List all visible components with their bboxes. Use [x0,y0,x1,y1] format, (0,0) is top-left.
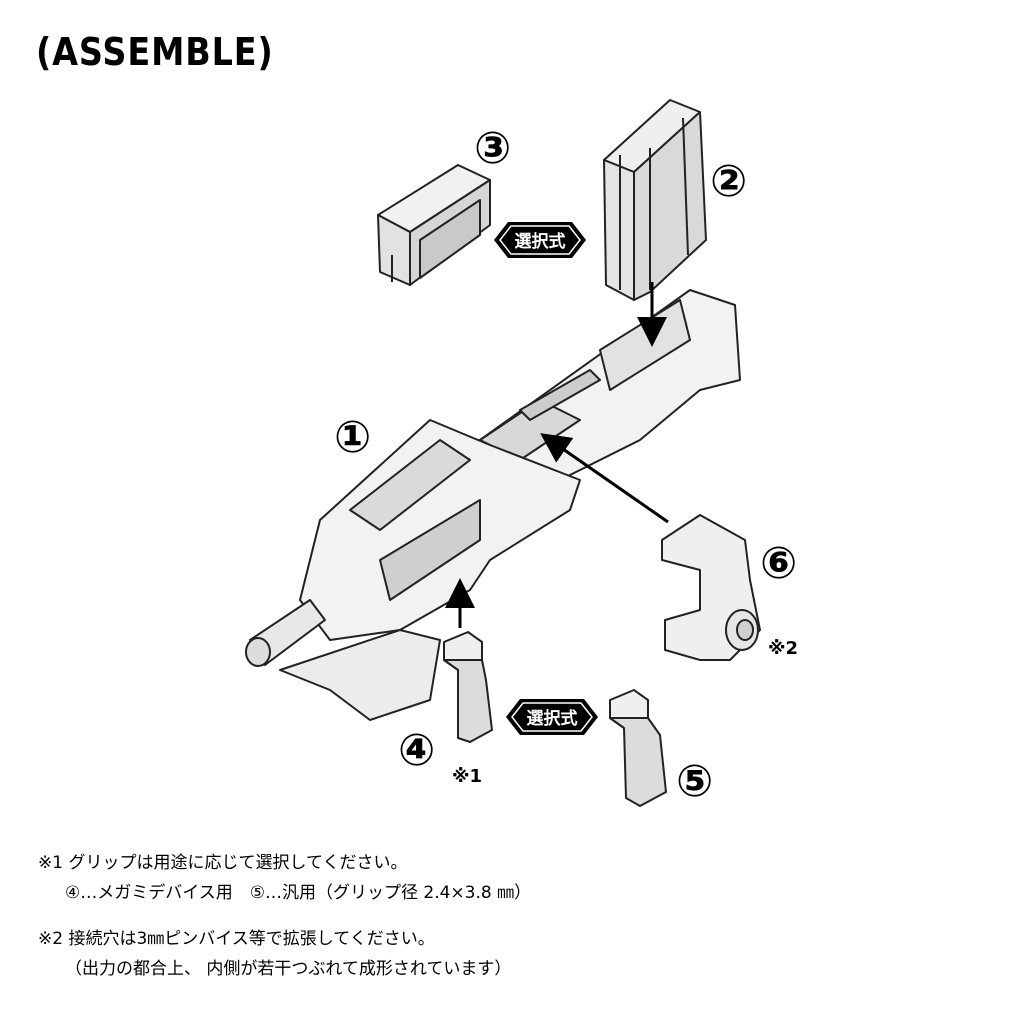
note-2-line-1: ※2 接続穴は3㎜ピンバイス等で拡張してください。 [38,929,435,949]
part-1-label: ① [334,412,371,463]
selection-badge-top-label: 選択式 [515,231,566,252]
part-2-label: ② [710,156,747,207]
part-1-body [245,289,741,721]
ref-mark-2: ※2 [768,638,798,659]
part-4-label: ④ [398,725,435,776]
page-title: (ASSEMBLE) [36,30,274,74]
selection-badge-top: 選択式 [494,222,586,258]
note-1-line-1: ※1 グリップは用途に応じて選択してください。 [38,853,408,873]
assembly-diagram: ① ② ③ ④ ⑤ ⑥ ※1 ※2 選択式 選択式 [245,99,798,807]
part-6-piece [661,514,761,661]
part-3-block [377,164,491,286]
selection-badge-bottom: 選択式 [506,699,598,735]
part-6-label: ⑥ [760,538,797,589]
note-1-line-2: ④…メガミデバイス用 ⑤…汎用（グリップ径 2.4×3.8 ㎜） [38,883,532,903]
part-3-label: ③ [474,123,511,174]
part-4-grip [443,631,493,743]
ref-mark-1: ※1 [452,766,482,787]
note-2-line-2: （出力の都合上、 内側が若干つぶれて成形されています） [38,959,512,979]
notes-section: ※1 グリップは用途に応じて選択してください。 ④…メガミデバイス用 ⑤…汎用（… [38,848,531,984]
part-5-grip [609,689,667,807]
part-2-magazine [603,99,707,301]
part-5-label: ⑤ [676,756,713,807]
selection-badge-bottom-label: 選択式 [527,708,578,729]
arrow-part-6 [540,433,669,524]
